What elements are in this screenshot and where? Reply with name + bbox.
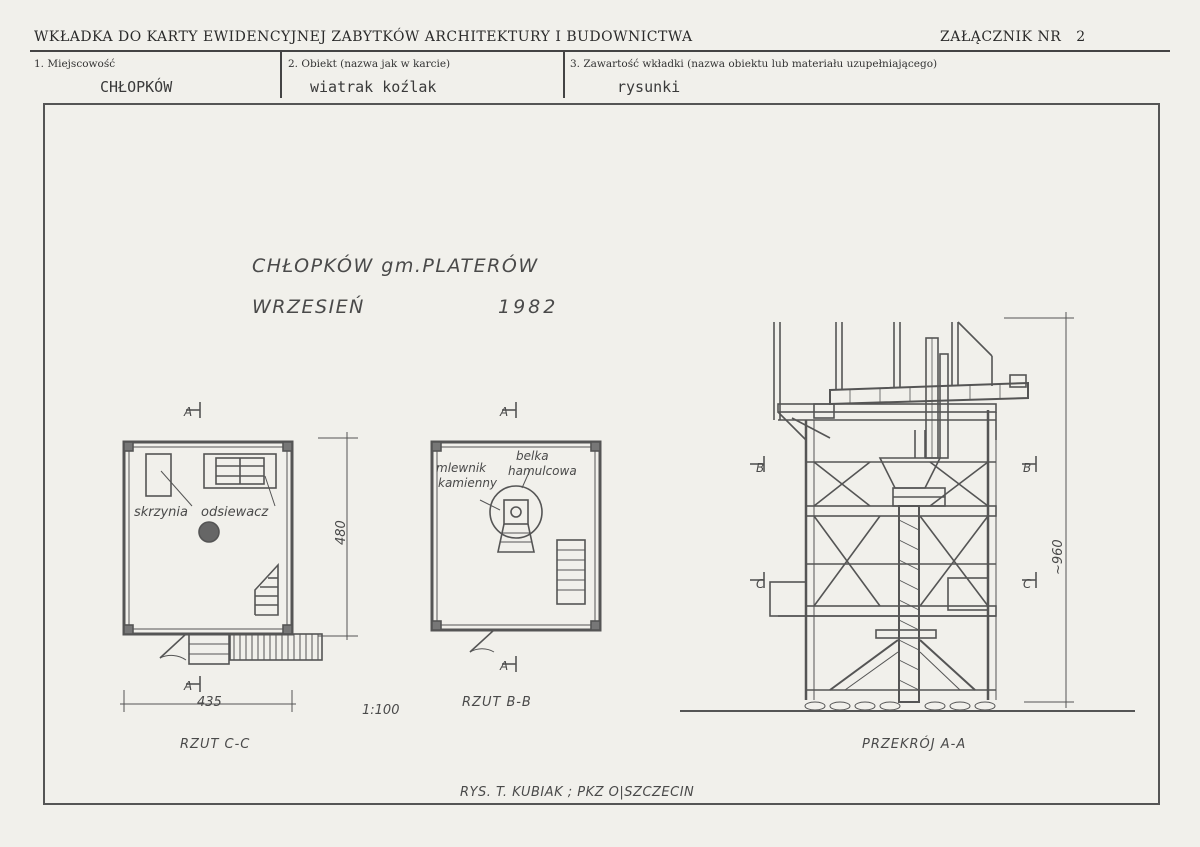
marker-a-cc-bottom: A: [183, 679, 192, 693]
field-value-contents: rysunki: [617, 78, 681, 96]
field-divider-1: [280, 50, 282, 98]
label-mill-1: mlewnik: [436, 461, 487, 475]
field-value-locality: CHŁOPKÓW: [100, 78, 173, 96]
label-box: skrzynia: [134, 505, 188, 520]
marker-c-right: C: [1023, 577, 1032, 591]
marker-b-left: B: [756, 461, 764, 475]
field-label-contents: 3. Zawartość wkładki (nazwa obiektu lub …: [570, 58, 938, 70]
title-section-aa: PRZEKRÓJ A-A: [862, 736, 966, 752]
marker-c-left: C: [756, 577, 765, 591]
label-beam-1: belka: [516, 449, 549, 463]
marker-a-bb-top: A: [499, 405, 508, 419]
attachment-number: 2: [1076, 29, 1086, 45]
marker-a-bb-bottom: A: [499, 659, 508, 673]
attachment-label: ZAŁĄCZNIK NR 2: [940, 29, 1086, 45]
section-aa: [680, 312, 1135, 712]
dim-height: ~960: [1051, 539, 1066, 575]
drawing-scale: 1:100: [362, 703, 399, 718]
drawing-year: 1982: [498, 296, 558, 318]
drawing-author: RYS. T. KUBIAK ; PKZ O|SZCZECIN: [460, 785, 694, 800]
dim-width: 435: [197, 695, 222, 710]
label-beam-2: hamulcowa: [508, 464, 577, 478]
plan-bb: [430, 402, 602, 672]
label-mill-2: kamienny: [438, 476, 498, 490]
drawing-place: CHŁOPKÓW gm.PLATERÓW: [252, 253, 539, 277]
marker-a-cc-top: A: [183, 405, 192, 419]
label-sifter: odsiewacz: [201, 505, 269, 520]
plan-cc: [120, 402, 358, 712]
field-value-object: wiatrak koźlak: [310, 78, 437, 96]
field-divider-2: [563, 50, 565, 98]
field-label-locality: 1. Miejscowość: [34, 58, 116, 70]
attachment-text: ZAŁĄCZNIK NR: [940, 29, 1062, 45]
dim-depth: 480: [334, 520, 349, 545]
title-plan-bb: RZUT B-B: [462, 695, 532, 710]
marker-b-right: B: [1023, 461, 1031, 475]
header-rule: [30, 50, 1170, 52]
drawing-frame: [43, 103, 1160, 805]
field-label-object: 2. Obiekt (nazwa jak w karcie): [288, 58, 451, 70]
form-title: WKŁADKA DO KARTY EWIDENCYJNEJ ZABYTKÓW A…: [34, 29, 693, 45]
drawing-month: WRZESIEŃ: [252, 295, 365, 318]
title-plan-cc: RZUT C-C: [180, 737, 250, 752]
